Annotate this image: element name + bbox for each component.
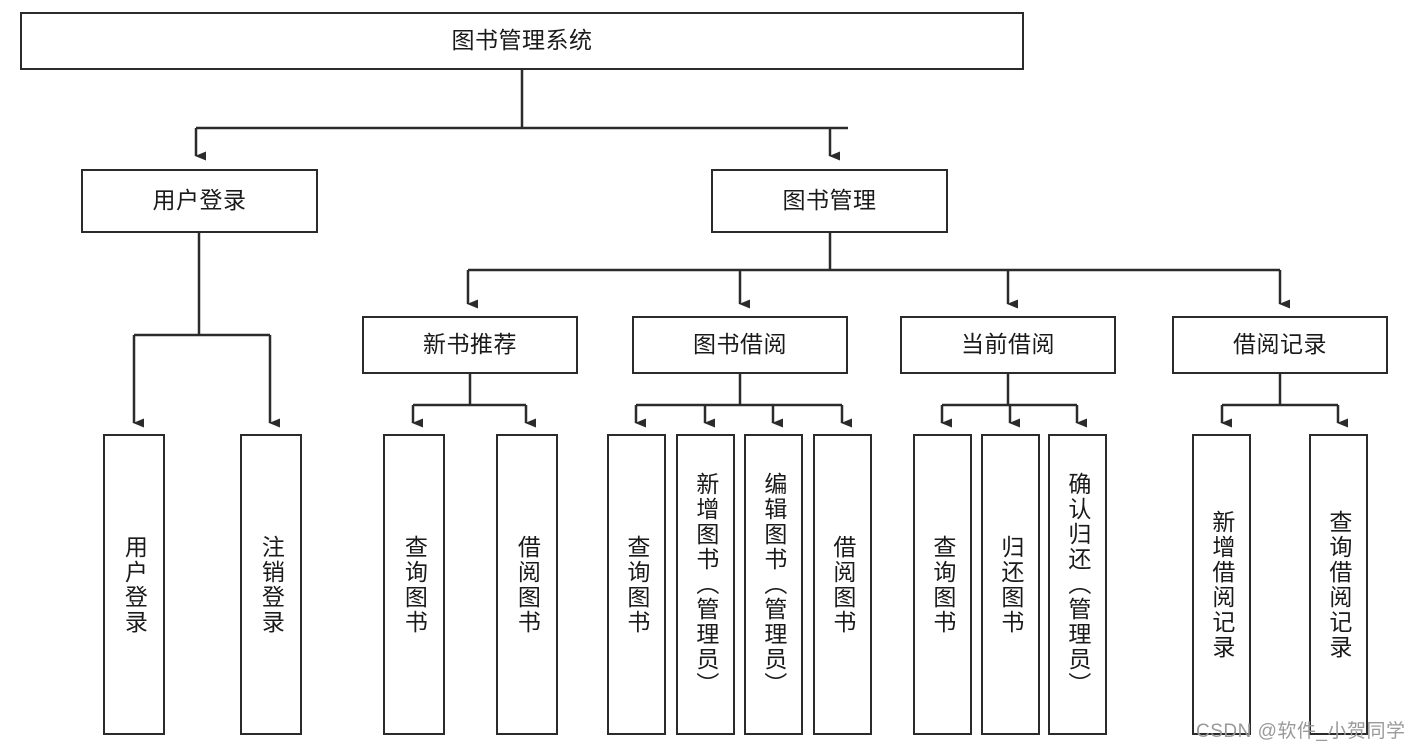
leaf-user-logout-label: 注销登录 xyxy=(258,534,285,635)
node-current-borrow[interactable]: 当前借阅 xyxy=(900,316,1116,374)
leaf-borrow-book-1[interactable]: 借阅图书 xyxy=(496,434,558,735)
leaf-query-book-3[interactable]: 查询图书 xyxy=(913,434,972,735)
node-book-management-label: 图书管理 xyxy=(782,187,877,214)
leaf-edit-book-label: 编辑图书（管理员） xyxy=(760,472,787,697)
node-user-login-label: 用户登录 xyxy=(152,187,247,214)
leaf-user-login-label: 用户登录 xyxy=(121,534,148,635)
leaf-query-record-label: 查询借阅记录 xyxy=(1325,509,1352,660)
leaf-query-book-1[interactable]: 查询图书 xyxy=(383,434,445,735)
node-new-book-recommend[interactable]: 新书推荐 xyxy=(362,316,578,374)
leaf-return-book[interactable]: 归还图书 xyxy=(981,434,1040,735)
node-book-borrow-label: 图书借阅 xyxy=(693,331,787,358)
leaf-query-book-3-label: 查询图书 xyxy=(929,534,956,635)
node-borrow-record[interactable]: 借阅记录 xyxy=(1172,316,1388,374)
leaf-add-record[interactable]: 新增借阅记录 xyxy=(1192,434,1251,735)
leaf-query-record[interactable]: 查询借阅记录 xyxy=(1309,434,1368,735)
node-borrow-record-label: 借阅记录 xyxy=(1233,331,1327,358)
node-root-label: 图书管理系统 xyxy=(451,27,593,54)
node-current-borrow-label: 当前借阅 xyxy=(961,331,1055,358)
leaf-borrow-book-2-label: 借阅图书 xyxy=(829,534,856,635)
leaf-confirm-return-label: 确认归还（管理员） xyxy=(1064,472,1091,697)
leaf-query-book-2[interactable]: 查询图书 xyxy=(607,434,666,735)
leaf-add-record-label: 新增借阅记录 xyxy=(1208,509,1235,660)
node-new-book-recommend-label: 新书推荐 xyxy=(423,331,517,358)
leaf-add-book[interactable]: 新增图书（管理员） xyxy=(676,434,735,735)
node-book-borrow[interactable]: 图书借阅 xyxy=(632,316,848,374)
leaf-return-book-label: 归还图书 xyxy=(997,534,1024,635)
leaf-user-logout[interactable]: 注销登录 xyxy=(240,434,302,735)
leaf-query-book-2-label: 查询图书 xyxy=(623,534,650,635)
leaf-query-book-1-label: 查询图书 xyxy=(401,534,428,635)
leaf-add-book-label: 新增图书（管理员） xyxy=(692,472,719,697)
node-user-login[interactable]: 用户登录 xyxy=(81,169,318,233)
leaf-user-login[interactable]: 用户登录 xyxy=(103,434,165,735)
leaf-confirm-return[interactable]: 确认归还（管理员） xyxy=(1048,434,1107,735)
leaf-edit-book[interactable]: 编辑图书（管理员） xyxy=(744,434,803,735)
leaf-borrow-book-2[interactable]: 借阅图书 xyxy=(813,434,872,735)
node-book-management[interactable]: 图书管理 xyxy=(711,169,948,233)
node-root[interactable]: 图书管理系统 xyxy=(20,12,1024,70)
leaf-borrow-book-1-label: 借阅图书 xyxy=(514,534,541,635)
